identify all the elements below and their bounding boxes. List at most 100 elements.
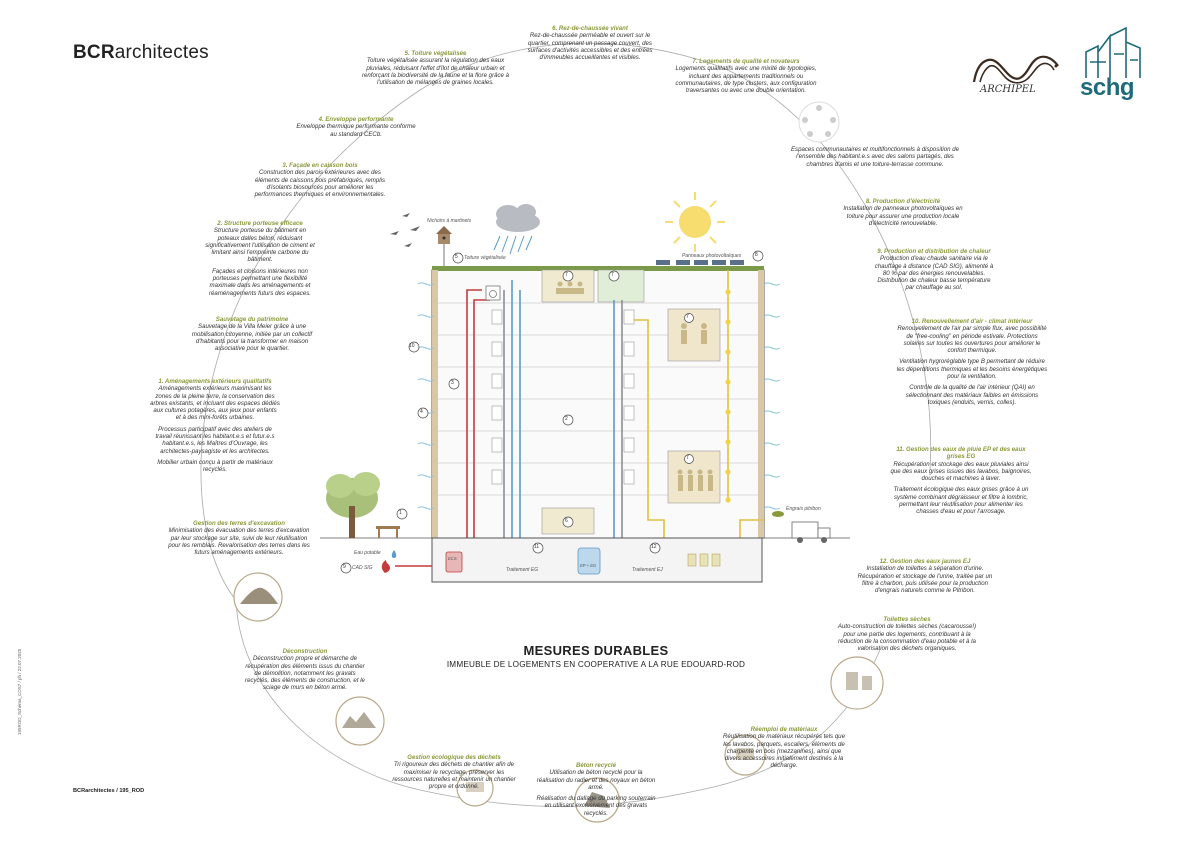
annotation-2: 2. Structure porteuse efficace Structure… [205, 220, 315, 297]
label-traitement-ej: Traitement EJ [632, 567, 663, 573]
schg-buildings-icon [1085, 26, 1141, 78]
bcr-logo-rest: architectes [114, 42, 209, 63]
archipel-worm-icon [972, 55, 1059, 84]
annotation-11-heading: 11. Gestion des eaux de pluie EP et des … [896, 446, 1026, 461]
annotation-9-text: Production d'eau chaude sanitaire via le… [874, 255, 994, 292]
archipel-logo: ARCHIPEL [966, 40, 1066, 102]
vertical-file-note: 195ROD_Schéma_COS7 / ph / 22.07.2025 [17, 648, 22, 735]
annotation-heritage-heading: Sauvetage du patrimoine [215, 316, 289, 323]
annotation-waste: Gestion écologique des déchets Tri rigou… [388, 754, 520, 790]
annotation-reuse-heading: Réemploi de matériaux [750, 726, 818, 733]
annotation-1-heading: 1. Aménagements extérieurs qualitatifs [158, 378, 272, 385]
water-drop-icon [391, 550, 397, 558]
annotation-recycled-concrete: Béton recyclé Utilisation de béton recyc… [536, 762, 656, 817]
washing-machine-icon [485, 285, 501, 301]
annotation-waste-text: Tri rigoureux des déchets de chantier af… [392, 761, 516, 791]
timeline-arc-bottom [235, 599, 881, 807]
schg-logo: schg [1080, 22, 1150, 106]
page-title-block: MESURES DURABLES IMMEUBLE DE LOGEMENTS E… [446, 643, 746, 669]
archipel-wordmark: ARCHIPEL [980, 84, 1036, 95]
urine-tanks [687, 553, 721, 567]
annotation-deconstruction-heading: Déconstruction [282, 648, 328, 655]
annotation-community-spaces: Espaces communautaires et multifonctionn… [790, 146, 960, 168]
rainwater-tank [577, 547, 601, 575]
shared-room-upper [667, 308, 721, 362]
annotation-6-text: Rez-de-chaussée perméable et ouvert sur … [527, 32, 653, 62]
marker-5: 5 [455, 254, 458, 260]
annotation-3-text: Construction des parois extérieures avec… [254, 169, 386, 199]
schg-wordmark: schg [1080, 74, 1135, 101]
page-subtitle: IMMEUBLE DE LOGEMENTS EN COOPERATIVE A L… [446, 660, 746, 669]
annotation-dry-toilets-text: Auto-construction de toilettes sèches (c… [837, 623, 977, 653]
fire-icon [381, 560, 390, 573]
label-toiture-vegetalisee: Toiture végétalisée [464, 255, 506, 261]
annotation-12-text: Installation de toilettes à séparation d… [857, 565, 993, 595]
sun-icon [665, 192, 725, 252]
rooftop-greenhouse [597, 269, 645, 303]
annotation-community-text: Espaces communautaires et multifonctionn… [790, 146, 959, 168]
annotation-recycled-concrete-heading: Béton recyclé [576, 762, 616, 769]
annotation-10-heading: 10. Renouvellement d'air - climat intéri… [911, 318, 1033, 325]
marker-12: 12 [651, 544, 657, 550]
annotation-12: 12. Gestion des eaux jaunes EJ Installat… [852, 558, 998, 594]
annotation-1-text-3: Mobilier urbain conçu à partir de matéri… [157, 458, 273, 474]
annotation-reuse: Réemploi de matériaux Réutilisation de m… [720, 726, 848, 770]
annotation-1-text-2: Processus participatif avec des ateliers… [155, 425, 275, 455]
annotation-4-heading: 4. Enveloppe performante [318, 116, 394, 123]
annotation-deconstruction: Déconstruction Déconstruction propre et … [244, 648, 366, 692]
marker-7a: 7 [565, 272, 568, 278]
annotation-excavation-heading: Gestion des terres d'excavation [193, 520, 285, 527]
annotation-dry-toilets-heading: Toilettes sèches [883, 616, 931, 623]
label-ep-eg: EP + EG [580, 563, 597, 568]
label-panneaux: Panneaux photovoltaïques [682, 253, 742, 259]
green-roof [432, 266, 764, 271]
marker-3: 3 [451, 380, 454, 386]
annotation-9: 9. Production et distribution de chaleur… [874, 248, 994, 292]
annotation-3: 3. Façade en caisson bois Construction d… [250, 162, 390, 198]
annotation-deconstruction-text: Déconstruction propre et démarche de réc… [245, 655, 365, 692]
annotation-5-heading: 5. Toiture végétalisée [404, 50, 467, 57]
annotation-11: 11. Gestion des eaux de pluie EP et des … [890, 446, 1032, 516]
marker-11: 11 [534, 544, 540, 550]
label-traitement-eg: Traitement EG [506, 567, 539, 573]
marker-6: 6 [565, 518, 568, 524]
annotation-1: 1. Aménagements extérieurs qualitatifs A… [150, 378, 280, 474]
annotation-9-heading: 9. Production et distribution de chaleur [877, 248, 991, 255]
marker-2: 2 [565, 416, 568, 422]
annotation-heritage: Sauvetage du patrimoine Sauvetage de la … [188, 316, 316, 352]
annotation-dry-toilets: Toilettes sèches Auto-construction de to… [832, 616, 982, 652]
label-nichoirs: Nichoirs à martinets [427, 218, 472, 224]
annotation-3-heading: 3. Façade en caisson bois [282, 162, 358, 169]
annotation-reuse-text: Réutilisation de matériaux récupérés tel… [723, 733, 845, 770]
annotation-1-text: Aménagements extérieurs maximisant les z… [150, 385, 280, 422]
birdhouse-icon [436, 226, 452, 270]
annotation-4: 4. Enveloppe performante Enveloppe therm… [296, 116, 416, 138]
marker-10: 10 [409, 343, 415, 349]
tree-icon [326, 472, 380, 538]
annotation-5-text: Toiture végétalisée assurant la régulati… [361, 57, 509, 87]
annotation-2-text: Structure porteuse du bâtiment en poteau… [205, 227, 315, 264]
annotation-excavation-text: Minimisation des évacuation des terres d… [168, 527, 310, 557]
annotation-8-text: Installation de panneaux photovoltaïques… [843, 205, 963, 227]
marker-1: 1 [399, 510, 402, 516]
annotation-recycled-concrete-text-2: Réalisation du dallage du parking souter… [536, 795, 656, 817]
bcr-logo: BCRarchitectes [73, 42, 209, 64]
label-eau-potable: Eau potable [354, 550, 381, 556]
bench-icon [376, 526, 400, 538]
annotation-10-text-3: Contrôle de la qualité de l'air intérieu… [905, 384, 1039, 406]
annotation-10-text-2: Ventilation hygroréglable type B permett… [896, 358, 1048, 381]
marker-7d: 7 [686, 455, 689, 461]
annotation-7-text: Logements qualitatifs avec une mixité de… [675, 65, 817, 95]
delivery-truck-icon [791, 521, 831, 543]
marker-7b: 7 [611, 272, 614, 278]
annotation-2-text-2: Façades et cloisons intérieures non port… [209, 267, 311, 297]
annotation-11-text: Récupération et stockage des eaux pluvia… [890, 460, 1032, 483]
marker-7c: 7 [686, 314, 689, 320]
annotation-8: 8. Production d'électricité Installation… [838, 198, 968, 227]
bcr-logo-bold: BCR [73, 42, 115, 63]
solar-panels [656, 260, 744, 265]
marker-4: 4 [420, 409, 423, 415]
annotation-7-heading: 7. Logements de qualité et novateurs [692, 58, 800, 65]
annotation-waste-heading: Gestion écologique des déchets [407, 754, 501, 761]
